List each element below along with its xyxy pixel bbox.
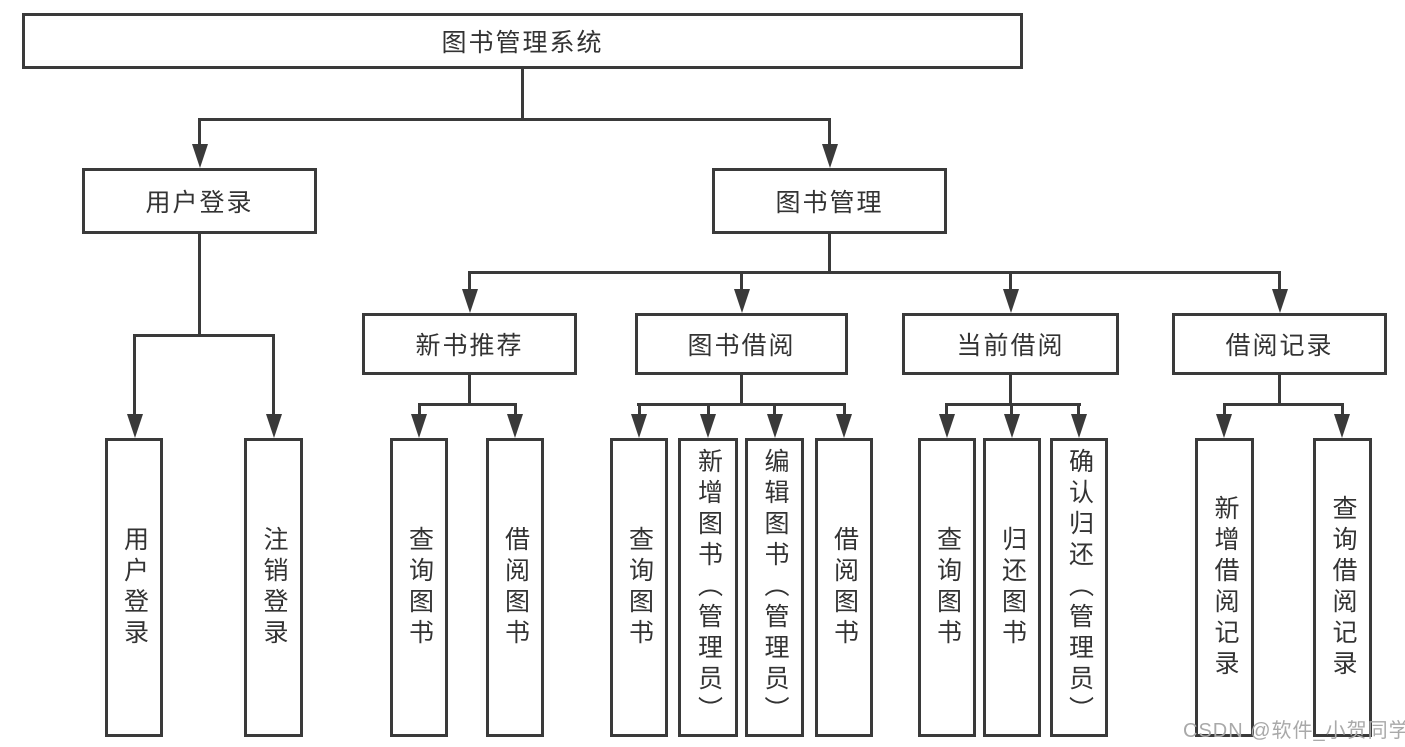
leaf-user-login: 用户登录 — [105, 438, 163, 737]
connector-segment — [945, 403, 1081, 406]
connector-segment — [1010, 403, 1013, 417]
connector-arrowhead — [1216, 414, 1232, 438]
leaf-borrow-query: 查询图书 — [610, 438, 668, 737]
connector-arrowhead — [507, 414, 523, 438]
node-book-management: 图书管理 — [712, 168, 947, 234]
connector-segment — [638, 403, 641, 417]
leaf-record-query: 查询借阅记录 — [1313, 438, 1372, 737]
connector-segment — [707, 403, 710, 417]
connector-segment — [272, 334, 275, 416]
connector-arrowhead — [1071, 414, 1087, 438]
connector-segment — [773, 403, 776, 417]
leaf-borrow-borrow: 借阅图书 — [815, 438, 873, 737]
connector-arrowhead — [127, 414, 143, 438]
connector-segment — [740, 271, 743, 291]
connector-arrowhead — [631, 414, 647, 438]
connector-segment — [1278, 374, 1281, 405]
leaf-borrow-edit-admin: 编辑图书（管理员） — [745, 438, 804, 737]
connector-arrowhead — [734, 289, 750, 313]
connector-segment — [1341, 403, 1344, 417]
connector-segment — [945, 403, 948, 417]
connector-arrowhead — [1272, 289, 1288, 313]
node-book-borrow: 图书借阅 — [635, 313, 848, 375]
connector-arrowhead — [411, 414, 427, 438]
leaf-current-confirm-admin: 确认归还（管理员） — [1050, 438, 1108, 737]
connector-segment — [133, 334, 136, 416]
connector-segment — [828, 118, 831, 150]
connector-segment — [198, 234, 201, 335]
connector-segment — [198, 118, 201, 150]
connector-segment — [133, 334, 275, 337]
leaf-newbook-query: 查询图书 — [390, 438, 448, 737]
leaf-borrow-add-admin: 新增图书（管理员） — [678, 438, 738, 737]
node-new-book-recommend: 新书推荐 — [362, 313, 577, 375]
leaf-current-return: 归还图书 — [983, 438, 1041, 737]
connector-arrowhead — [836, 414, 852, 438]
connector-segment — [418, 403, 517, 406]
connector-arrowhead — [462, 289, 478, 313]
connector-segment — [1278, 271, 1281, 291]
connector-arrowhead — [266, 414, 282, 438]
watermark: CSDN @软件_小贺同学 — [1183, 720, 1405, 742]
leaf-current-query: 查询图书 — [918, 438, 976, 737]
connector-segment — [468, 374, 471, 405]
connector-segment — [828, 234, 831, 273]
leaf-logout: 注销登录 — [244, 438, 303, 737]
connector-segment — [1077, 403, 1080, 417]
connector-arrowhead — [767, 414, 783, 438]
connector-arrowhead — [1004, 414, 1020, 438]
connector-arrowhead — [700, 414, 716, 438]
node-root: 图书管理系统 — [22, 13, 1023, 69]
connector-segment — [637, 403, 845, 406]
connector-segment — [1223, 403, 1226, 417]
leaf-record-add: 新增借阅记录 — [1195, 438, 1254, 737]
connector-segment — [740, 374, 743, 405]
node-borrow-record: 借阅记录 — [1172, 313, 1387, 375]
connector-arrowhead — [1003, 289, 1019, 313]
node-current-borrow: 当前借阅 — [902, 313, 1119, 375]
connector-segment — [1009, 271, 1012, 291]
connector-segment — [1223, 403, 1344, 406]
connector-segment — [468, 271, 471, 291]
connector-segment — [198, 118, 831, 121]
leaf-newbook-borrow: 借阅图书 — [486, 438, 544, 737]
connector-segment — [843, 403, 846, 417]
connector-segment — [521, 68, 524, 119]
connector-arrowhead — [192, 144, 208, 168]
connector-arrowhead — [1334, 414, 1350, 438]
connector-segment — [418, 403, 421, 417]
connector-segment — [514, 403, 517, 417]
connector-arrowhead — [822, 144, 838, 168]
connector-segment — [1009, 374, 1012, 405]
connector-segment — [468, 271, 1281, 274]
connector-arrowhead — [939, 414, 955, 438]
node-user-login: 用户登录 — [82, 168, 317, 234]
